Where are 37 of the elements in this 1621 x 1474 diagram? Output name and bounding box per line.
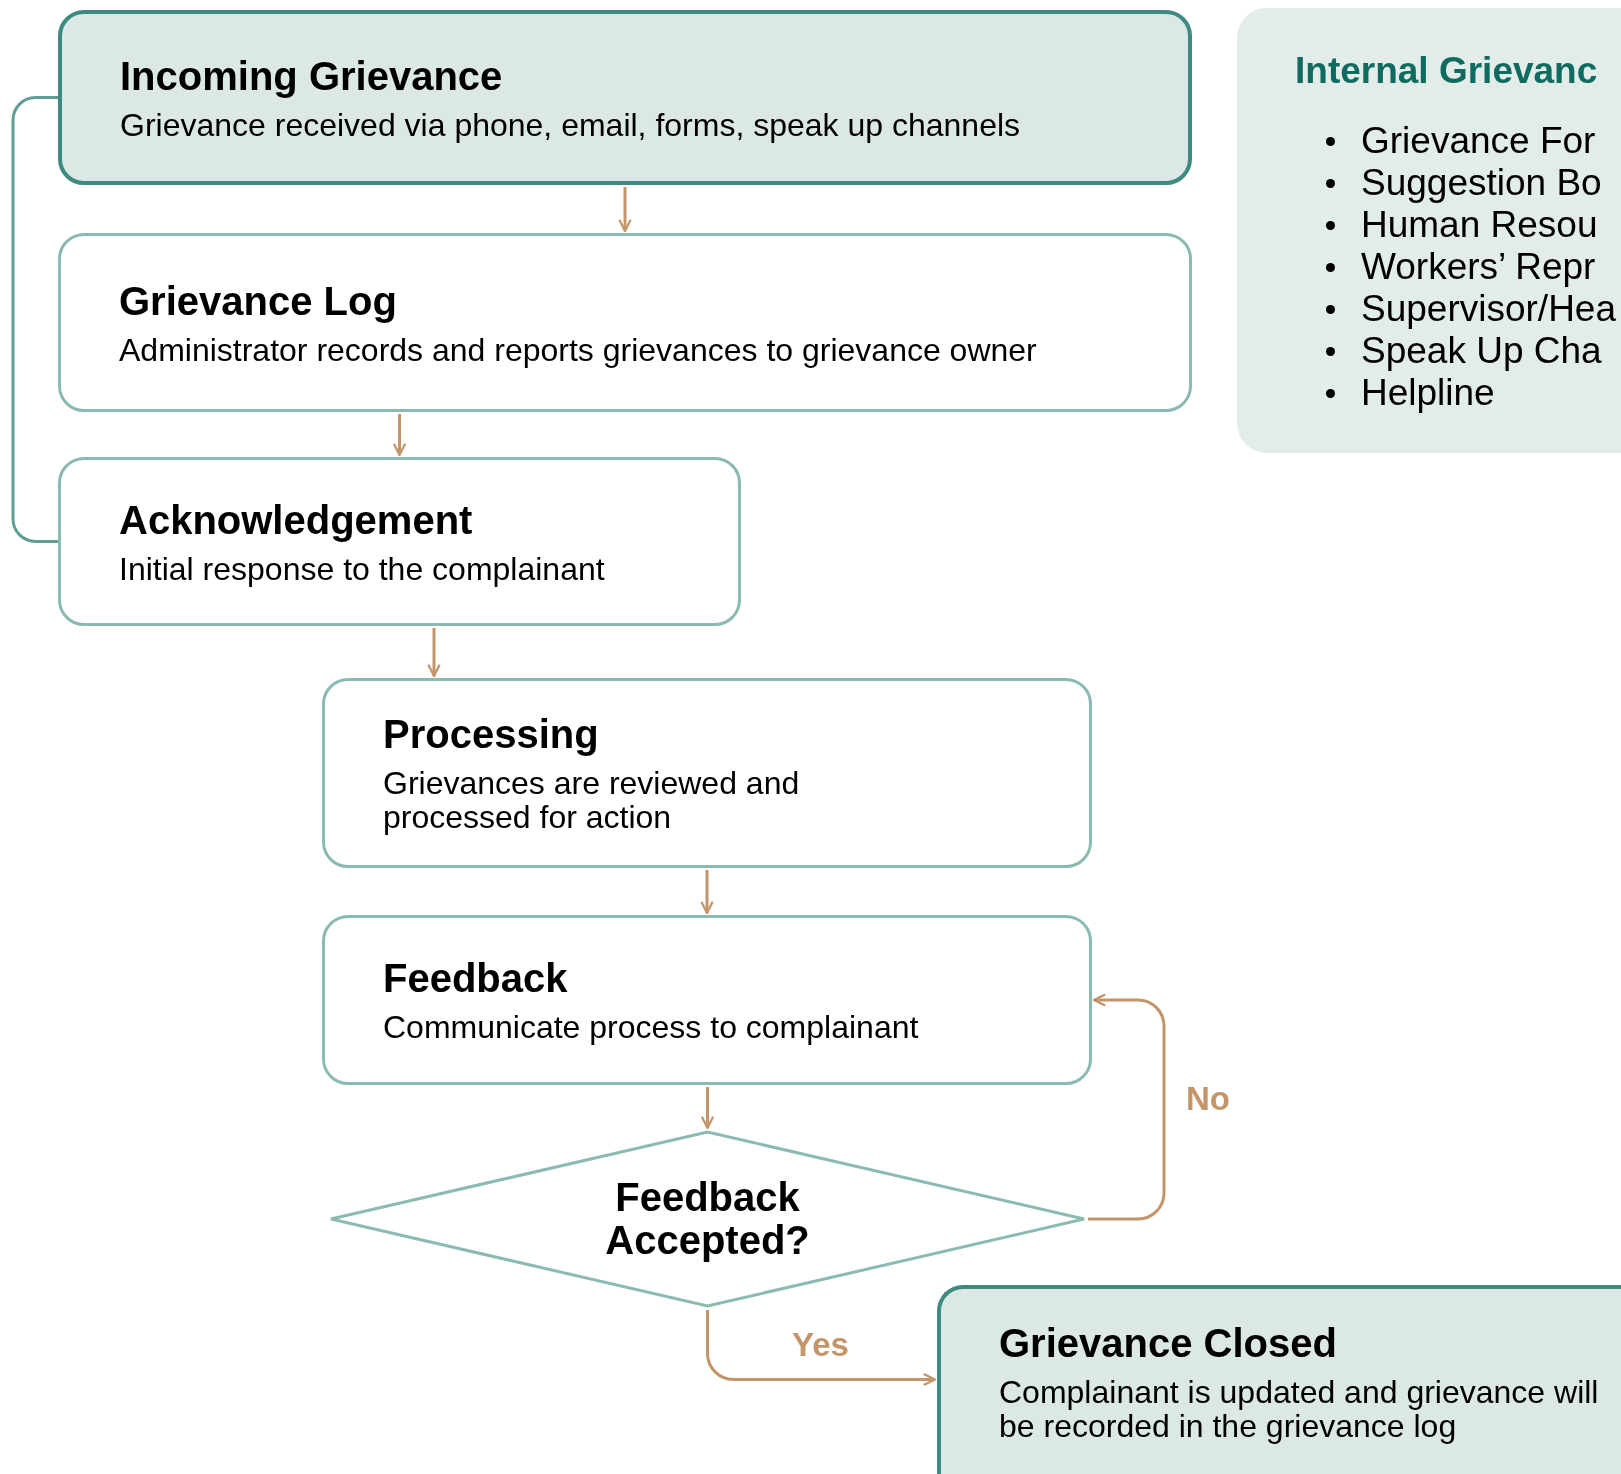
- list-item: Supervisor/Hea: [1295, 288, 1621, 330]
- arrow: [392, 414, 407, 457]
- step-title: Incoming Grievance: [120, 52, 504, 99]
- process-box: [322, 678, 1092, 868]
- step-title: Processing: [383, 711, 600, 758]
- process-box: [937, 1285, 1621, 1474]
- panel-heading: Internal Grievanc: [1295, 50, 1599, 92]
- list-item: Workers’ Repr: [1295, 246, 1621, 288]
- process-box: [58, 10, 1192, 185]
- step-title: Grievance Closed: [999, 1319, 1338, 1366]
- step-title: Acknowledgement: [119, 496, 474, 543]
- connector-line: [11, 96, 58, 543]
- list-item: Grievance For: [1295, 120, 1621, 162]
- description-text: Complainant is updated and grievance will be recorded in the grievance log: [999, 1375, 1599, 1444]
- decision-diamond: [329, 1130, 1086, 1308]
- process-box: [58, 233, 1192, 412]
- step-title: Grievance Log: [119, 277, 398, 324]
- info-panel: [1237, 8, 1621, 453]
- arrow: [700, 1087, 715, 1130]
- list-item: Human Resou: [1295, 204, 1621, 246]
- arrow: [1088, 993, 1166, 1221]
- description-text: Grievances are reviewed and processed for action: [383, 767, 801, 835]
- process-box: [322, 915, 1092, 1085]
- arrow: [618, 187, 632, 233]
- step-title: Feedback: [383, 955, 569, 1002]
- arrow: [706, 1310, 937, 1387]
- description-text: Initial response to the complainant: [119, 552, 606, 587]
- description-text: Communicate process to complainant: [383, 1011, 920, 1045]
- arrow: [700, 870, 714, 915]
- arrow: [427, 628, 441, 678]
- description-text: Grievance received via phone, email, forms, speak up channels: [120, 108, 1022, 143]
- process-box: [58, 457, 741, 626]
- list-item: Helpline: [1295, 372, 1621, 414]
- list-item: Suggestion Bo: [1295, 162, 1621, 204]
- list-item: Speak Up Cha: [1295, 330, 1621, 372]
- description-text: Administrator records and reports grievances to grievance owner: [119, 333, 1038, 368]
- step-title: Feedback Accepted?: [604, 1175, 811, 1263]
